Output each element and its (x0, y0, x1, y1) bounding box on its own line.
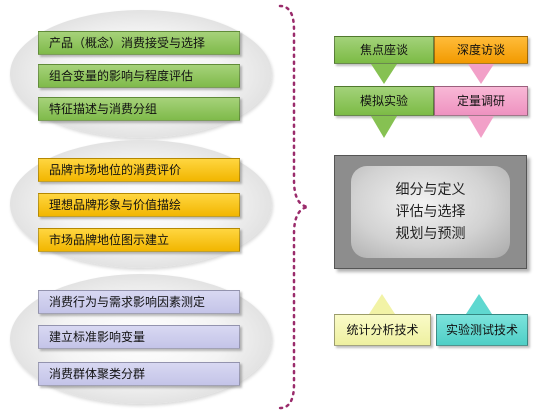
item-cluster-segmentation: 消费群体聚类分群 (38, 362, 240, 386)
item-brand-position: 品牌市场地位的消费评价 (38, 158, 240, 182)
item-behavior-factors: 消费行为与需求影响因素测定 (38, 290, 240, 314)
arrow-down-green-icon (371, 64, 397, 84)
core-process-panel: 细分与定义 评估与选择 规划与预测 (351, 166, 510, 258)
method-in-depth-interview: 深度访谈 (434, 36, 528, 64)
technique-experiment: 实验测试技术 (436, 314, 528, 346)
method-focus-group-label: 焦点座谈 (359, 43, 408, 57)
brace-connector (278, 4, 309, 410)
method-quant-label: 定量调研 (456, 94, 505, 108)
item-feature-segmentation: 特征描述与消费分组 (38, 97, 240, 121)
item-variable-impact: 组合变量的影响与程度评估 (38, 64, 240, 88)
core-line-evaluate: 评估与选择 (395, 204, 466, 220)
arrow-up-yellow-icon (369, 294, 395, 314)
item-product-acceptance: 产品（概念）消费接受与选择 (38, 31, 240, 55)
item-standard-variables: 建立标准影响变量 (38, 325, 240, 349)
technique-statistics: 统计分析技术 (334, 314, 431, 346)
item-brand-map: 市场品牌地位图示建立 (38, 228, 240, 252)
technique-statistics-label: 统计分析技术 (346, 323, 419, 337)
arrow-up-cyan-icon (466, 294, 492, 314)
method-focus-group: 焦点座谈 (334, 36, 434, 64)
arrow-down-center-right-icon (468, 116, 494, 138)
item-ideal-brand-image: 理想品牌形象与价值描绘 (38, 193, 240, 217)
method-quant-research: 定量调研 (434, 86, 528, 116)
method-in-depth-label: 深度访谈 (456, 43, 505, 57)
arrow-down-center-left-icon (371, 116, 397, 138)
arrow-down-pink-icon (468, 64, 494, 84)
core-line-plan: 规划与预测 (395, 226, 466, 242)
technique-experiment-label: 实验测试技术 (445, 323, 518, 337)
core-line-segment: 细分与定义 (395, 182, 466, 198)
core-process-box: 细分与定义 评估与选择 规划与预测 (334, 155, 527, 269)
method-simulation: 模拟实验 (334, 86, 434, 116)
method-simulation-label: 模拟实验 (359, 94, 408, 108)
